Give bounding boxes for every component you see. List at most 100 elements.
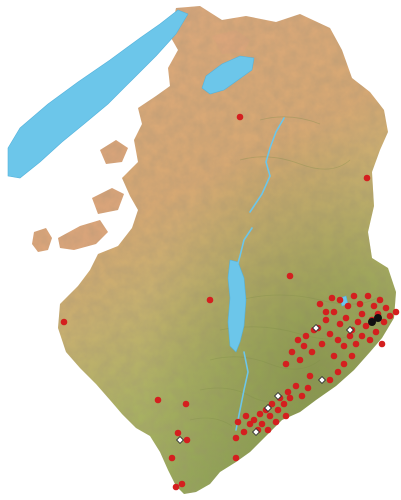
- red-dot-marker: [358, 310, 366, 318]
- red-dot-marker: [178, 480, 186, 488]
- red-dot-marker: [322, 316, 330, 324]
- red-dot-marker: [246, 420, 254, 428]
- red-dot-marker: [326, 330, 334, 338]
- ridge-line: [209, 356, 321, 370]
- red-dot-marker: [294, 336, 302, 344]
- red-dot-marker: [168, 454, 176, 462]
- red-dot-marker: [340, 360, 348, 368]
- red-dot-marker: [363, 174, 371, 182]
- red-dot-marker: [380, 318, 388, 326]
- red-dot-marker: [268, 400, 276, 408]
- red-dot-marker: [242, 412, 250, 420]
- exclave-west-1-relief: [32, 228, 52, 252]
- red-dot-marker: [326, 376, 334, 384]
- red-dot-marker: [376, 296, 384, 304]
- exclave-west-2-relief: [58, 220, 108, 250]
- ridge-line: [259, 116, 321, 125]
- water-layer: [7, 9, 349, 431]
- red-dot-marker: [330, 352, 338, 360]
- red-dot-marker: [342, 314, 350, 322]
- river: [265, 117, 285, 177]
- red-dot-marker: [256, 410, 264, 418]
- red-dot-marker: [232, 454, 240, 462]
- river: [249, 175, 271, 213]
- red-dot-marker: [304, 384, 312, 392]
- red-dot-marker: [174, 429, 182, 437]
- red-dot-marker: [334, 336, 342, 344]
- red-dot-marker: [154, 396, 162, 404]
- red-dot-marker: [240, 428, 248, 436]
- red-dot-marker: [282, 412, 290, 420]
- red-dot-marker: [306, 372, 314, 380]
- white-diamond-marker: [273, 391, 283, 401]
- red-dot-marker: [386, 312, 394, 320]
- red-dot-marker: [298, 392, 306, 400]
- red-dot-marker: [352, 340, 360, 348]
- red-dot-marker: [318, 340, 326, 348]
- white-diamond-marker: [345, 325, 355, 335]
- white-diamond-marker: [311, 323, 321, 333]
- red-dot-marker: [284, 388, 292, 396]
- red-dot-marker: [282, 360, 290, 368]
- red-dot-marker: [370, 302, 378, 310]
- red-dot-marker: [302, 332, 310, 340]
- red-dot-marker: [364, 292, 372, 300]
- red-dot-marker: [274, 406, 282, 414]
- red-dot-marker: [356, 300, 364, 308]
- red-dot-marker: [362, 322, 370, 330]
- red-dot-marker: [330, 308, 338, 316]
- river: [235, 227, 253, 271]
- red-dot-marker: [296, 356, 304, 364]
- red-dot-marker: [232, 434, 240, 442]
- black-dot-marker: [368, 318, 376, 326]
- red-dot-marker: [236, 113, 244, 121]
- red-dot-marker: [348, 352, 356, 360]
- red-dot-marker: [286, 394, 294, 402]
- lake-narrow-central: [227, 259, 247, 353]
- ridge-line: [239, 294, 381, 305]
- red-dot-marker: [250, 416, 258, 424]
- terrain-layer: [32, 6, 396, 494]
- red-dot-marker: [334, 368, 342, 376]
- red-dot-marker: [392, 308, 400, 316]
- red-dot-marker: [183, 436, 191, 444]
- red-dot-marker: [322, 308, 330, 316]
- red-dot-marker: [336, 296, 344, 304]
- alpine-shading: [58, 6, 396, 494]
- river: [235, 351, 249, 431]
- red-dot-marker: [182, 400, 190, 408]
- red-dot-marker: [258, 420, 266, 428]
- red-dot-marker: [358, 332, 366, 340]
- red-dot-marker: [288, 348, 296, 356]
- red-dot-marker: [336, 320, 344, 328]
- red-dot-marker: [372, 328, 380, 336]
- red-dot-marker: [292, 382, 300, 390]
- red-dot-marker: [382, 304, 390, 312]
- red-dot-marker: [172, 483, 180, 491]
- white-diamond-marker: [263, 403, 273, 413]
- lake-large-west: [7, 9, 189, 179]
- red-dot-marker: [346, 332, 354, 340]
- red-dot-marker: [340, 342, 348, 350]
- lake-small-north: [201, 55, 255, 95]
- white-diamond-marker: [175, 435, 185, 445]
- marker-layer: [60, 113, 400, 491]
- red-dot-marker: [378, 340, 386, 348]
- red-dot-marker: [316, 300, 324, 308]
- red-dot-marker: [344, 302, 352, 310]
- red-dot-marker: [206, 296, 214, 304]
- ridge-line: [189, 417, 233, 427]
- red-dot-marker: [286, 272, 294, 280]
- red-dot-marker: [266, 412, 274, 420]
- exclave-north-3-relief: [92, 188, 124, 214]
- red-dot-marker: [366, 336, 374, 344]
- red-dot-marker: [354, 318, 362, 326]
- white-diamond-marker: [251, 427, 261, 437]
- exclave-north-1-relief: [100, 140, 128, 164]
- red-dot-marker: [272, 418, 280, 426]
- black-dot-marker: [374, 314, 382, 322]
- ridge-line: [239, 156, 351, 170]
- red-dot-marker: [60, 318, 68, 326]
- red-dot-marker: [280, 400, 288, 408]
